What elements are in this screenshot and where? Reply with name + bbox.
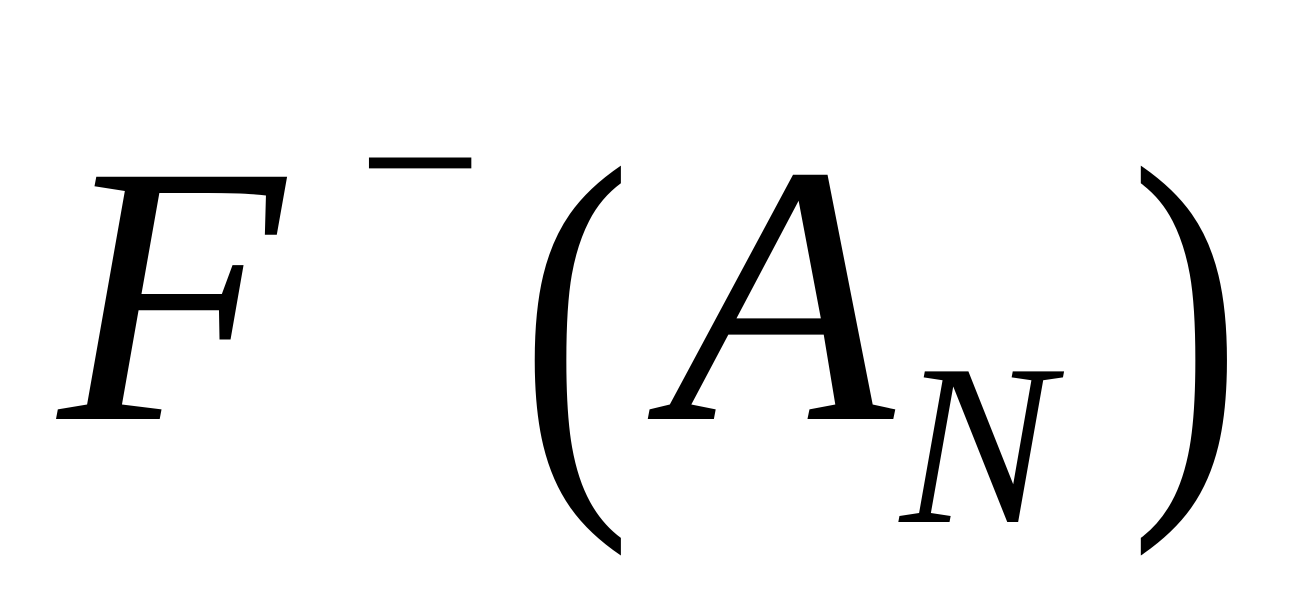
formula-open-paren: ( [520, 82, 632, 558]
formula-close-paren: ) [1130, 82, 1242, 558]
formula-base-symbol: F [58, 90, 285, 500]
formula-argument-symbol: A [668, 90, 895, 500]
formula-subscript: N [900, 317, 1054, 572]
formula-superscript: − [358, 40, 483, 284]
